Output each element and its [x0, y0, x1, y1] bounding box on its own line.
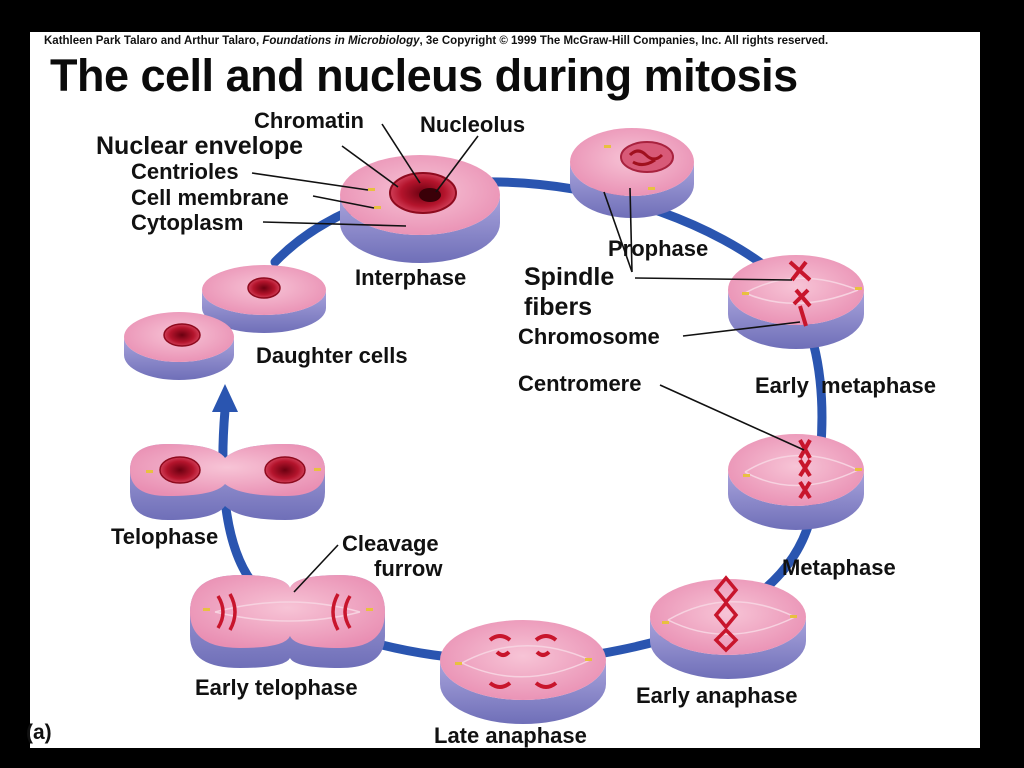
cell-interphase: [340, 155, 500, 263]
label-furrow: furrow: [374, 556, 443, 581]
cell-daughter-upper: [202, 265, 326, 333]
diagram-title: The cell and nucleus during mitosis: [50, 50, 798, 101]
cell-early-anaphase: [650, 575, 806, 679]
panel-letter: (a): [26, 721, 52, 744]
label-interphase: Interphase: [355, 265, 467, 290]
cell-daughter-lower: [124, 312, 234, 380]
cell-early-metaphase: [728, 255, 864, 349]
label-spindle: Spindle: [524, 263, 615, 291]
leader-lines: [251, 123, 805, 593]
label-telophase: Telophase: [111, 524, 219, 549]
label-fibers: fibers: [524, 293, 593, 321]
label-chromosome: Chromosome: [518, 324, 660, 349]
cell-early-telophase: [190, 575, 385, 668]
cell-metaphase: [728, 434, 864, 530]
label-cell-membrane: Cell membrane: [131, 185, 289, 210]
label-cytoplasm: Cytoplasm: [131, 210, 244, 235]
label-cleavage: Cleavage: [342, 531, 439, 556]
label-late-anaphase: Late anaphase: [434, 723, 587, 748]
cell-prophase: [570, 128, 694, 218]
label-prophase: Prophase: [608, 236, 709, 261]
label-centromere: Centromere: [518, 371, 642, 396]
label-early-anaphase: Early anaphase: [636, 683, 798, 708]
label-metaphase: Metaphase: [782, 555, 896, 580]
label-nuclear-envelope: Nuclear envelope: [96, 132, 304, 160]
label-daughter-cells: Daughter cells: [256, 343, 408, 368]
copyright-line: Kathleen Park Talaro and Arthur Talaro, …: [44, 35, 829, 47]
arrow-head-icon: [212, 384, 238, 412]
label-centrioles: Centrioles: [131, 159, 239, 184]
label-nucleolus: Nucleolus: [420, 112, 526, 137]
label-early-telophase: Early telophase: [195, 675, 358, 700]
label-chromatin: Chromatin: [254, 108, 364, 133]
cell-telophase: [130, 444, 325, 520]
cell-late-anaphase: [440, 620, 606, 724]
label-early-metaphase: Early metaphase: [755, 373, 936, 398]
